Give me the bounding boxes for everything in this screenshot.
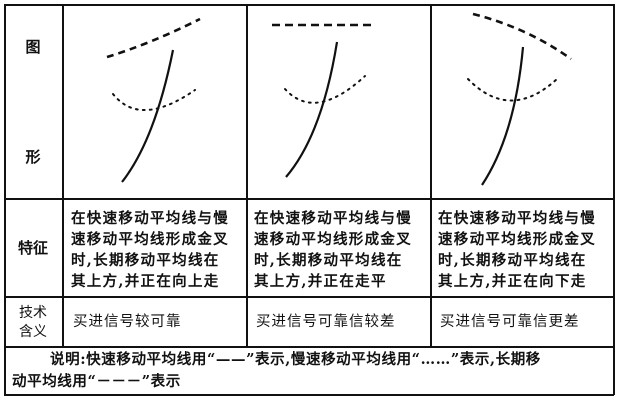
table-border-bottom [4,394,614,396]
row-label-figure-top: 图 [25,38,41,56]
feature-line: 时,长期移动平均线在 [254,252,403,269]
long-ma-dashed-falling [472,12,572,61]
column-divider-label [62,4,64,347]
feature-line: 在快速移动平均线与慢 [254,210,412,227]
feature-line: 速移动平均线形成金叉 [438,231,596,248]
table-border-left [4,4,6,395]
legend-note-line-2: 动平均线用“－－－”表示 [12,373,181,390]
long-ma-dashed-rising [106,17,201,59]
feature-line: 时,长期移动平均线在 [438,252,587,269]
feature-line: 其上方,并正在向下走 [438,273,587,290]
row-label-tech-meaning-2: 含义 [19,324,47,340]
column-divider-2-3 [430,4,432,347]
fast-ma-solid [481,46,525,186]
feature-line: 时,长期移动平均线在 [71,252,220,269]
slow-ma-dotted [284,75,366,104]
feature-line: 其上方,并正在走平 [254,273,387,290]
feature-line: 在快速移动平均线与慢 [438,210,596,227]
feature-line: 速移动平均线形成金叉 [71,231,229,248]
meaning-cell-1: 买进信号较可靠 [73,314,182,330]
fast-ma-solid [285,41,339,178]
row-label-tech-meaning-1: 技术 [19,305,47,321]
fast-ma-solid [121,49,175,183]
figure-panel-1 [106,17,201,183]
row-divider-features-meaning [4,296,614,298]
table-border-right [613,4,615,395]
feature-line: 其上方,并正在向上走 [71,273,220,290]
slow-ma-dotted [112,89,196,112]
figure-panel-2 [272,23,375,178]
meaning-cell-3: 买进信号可靠信更差 [440,314,580,330]
slow-ma-dotted [467,78,558,102]
row-divider-figure-features [4,198,614,200]
figure-panel-3 [467,12,572,186]
legend-note-line-1: 说明:快速移动平均线用“——”表示,慢速移动平均线用“……”表示,长期移 [50,351,541,368]
feature-line: 速移动平均线形成金叉 [254,231,412,248]
column-divider-1-2 [246,4,248,347]
legend-note: 说明:快速移动平均线用“——”表示,慢速移动平均线用“……”表示,长期移 动平均… [12,349,610,393]
feature-line: 在快速移动平均线与慢 [71,210,229,227]
row-label-features: 特征 [17,239,48,257]
meaning-cell-2: 买进信号可靠信较差 [256,314,396,330]
table-border-top [4,4,614,6]
row-divider-meaning-note [4,346,614,348]
row-label-figure-bottom: 形 [25,148,41,166]
